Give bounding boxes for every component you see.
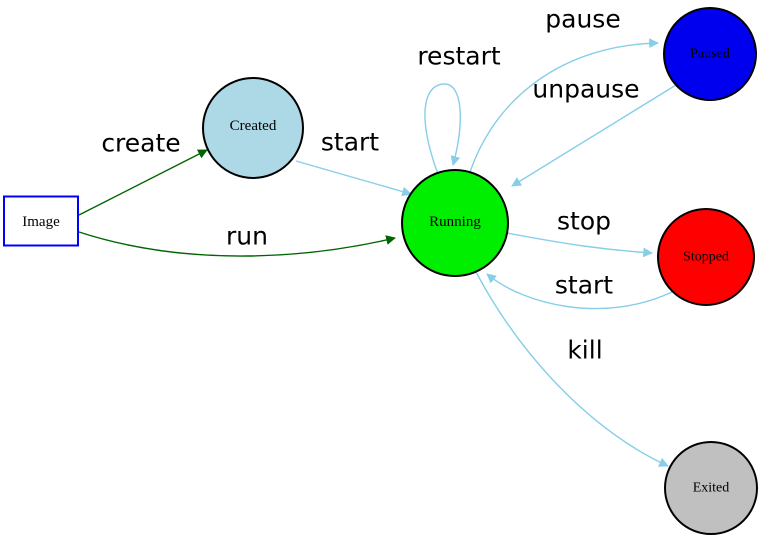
edge-stop-path	[506, 232, 653, 258]
node-paused-shape	[663, 7, 757, 101]
edge-start-stopped[interactable]: start	[486, 271, 673, 310]
edge-restart[interactable]: restart	[417, 42, 501, 175]
edge-kill-label: kill	[567, 336, 602, 365]
node-running-shape	[401, 169, 509, 277]
edge-stop[interactable]: stop	[506, 207, 653, 258]
edge-create[interactable]: create	[78, 129, 208, 216]
node-exited[interactable]: Exited	[664, 441, 758, 535]
node-image[interactable]: Image	[3, 195, 79, 247]
node-image-label: Image	[22, 214, 60, 230]
edge-unpause[interactable]: unpause	[511, 75, 677, 187]
node-created-shape	[202, 77, 304, 179]
edge-pause-path	[469, 38, 659, 173]
edge-unpause-path	[511, 84, 677, 187]
node-running-label: Running	[429, 214, 481, 230]
edge-stop-label: stop	[557, 207, 611, 236]
edge-kill-path	[475, 271, 669, 467]
edge-restart-label: restart	[417, 42, 501, 71]
edge-start-created[interactable]: start	[295, 128, 412, 197]
edge-pause[interactable]: pause	[469, 5, 659, 173]
node-stopped[interactable]: Stopped	[657, 208, 755, 306]
node-stopped-label: Stopped	[683, 250, 729, 265]
node-created[interactable]: Created	[202, 77, 304, 179]
edge-pause-label: pause	[545, 5, 620, 34]
node-stopped-shape	[657, 208, 755, 306]
edge-unpause-label: unpause	[532, 75, 639, 104]
node-paused-label: Paused	[690, 47, 730, 62]
edge-create-label: create	[101, 129, 180, 158]
node-paused[interactable]: Paused	[663, 7, 757, 101]
node-exited-label: Exited	[693, 481, 730, 496]
node-exited-shape	[664, 441, 758, 535]
edge-run-path	[78, 231, 396, 257]
edge-create-path	[78, 149, 208, 216]
edge-run[interactable]: run	[78, 222, 396, 257]
edge-restart-path	[424, 83, 461, 175]
nodes-layer: Image Created Running Paused Stopped	[3, 7, 758, 535]
edges-layer: create run start restart pause	[78, 5, 677, 467]
node-running[interactable]: Running	[401, 169, 509, 277]
edge-start-stopped-label: start	[555, 271, 613, 300]
edge-start-stopped-path	[486, 273, 673, 310]
node-image-shape	[3, 195, 79, 247]
edge-run-label: run	[226, 222, 268, 251]
node-created-label: Created	[230, 118, 277, 134]
edge-kill[interactable]: kill	[475, 271, 669, 467]
edge-start-created-label: start	[321, 128, 379, 157]
edge-start-created-path	[295, 160, 412, 197]
